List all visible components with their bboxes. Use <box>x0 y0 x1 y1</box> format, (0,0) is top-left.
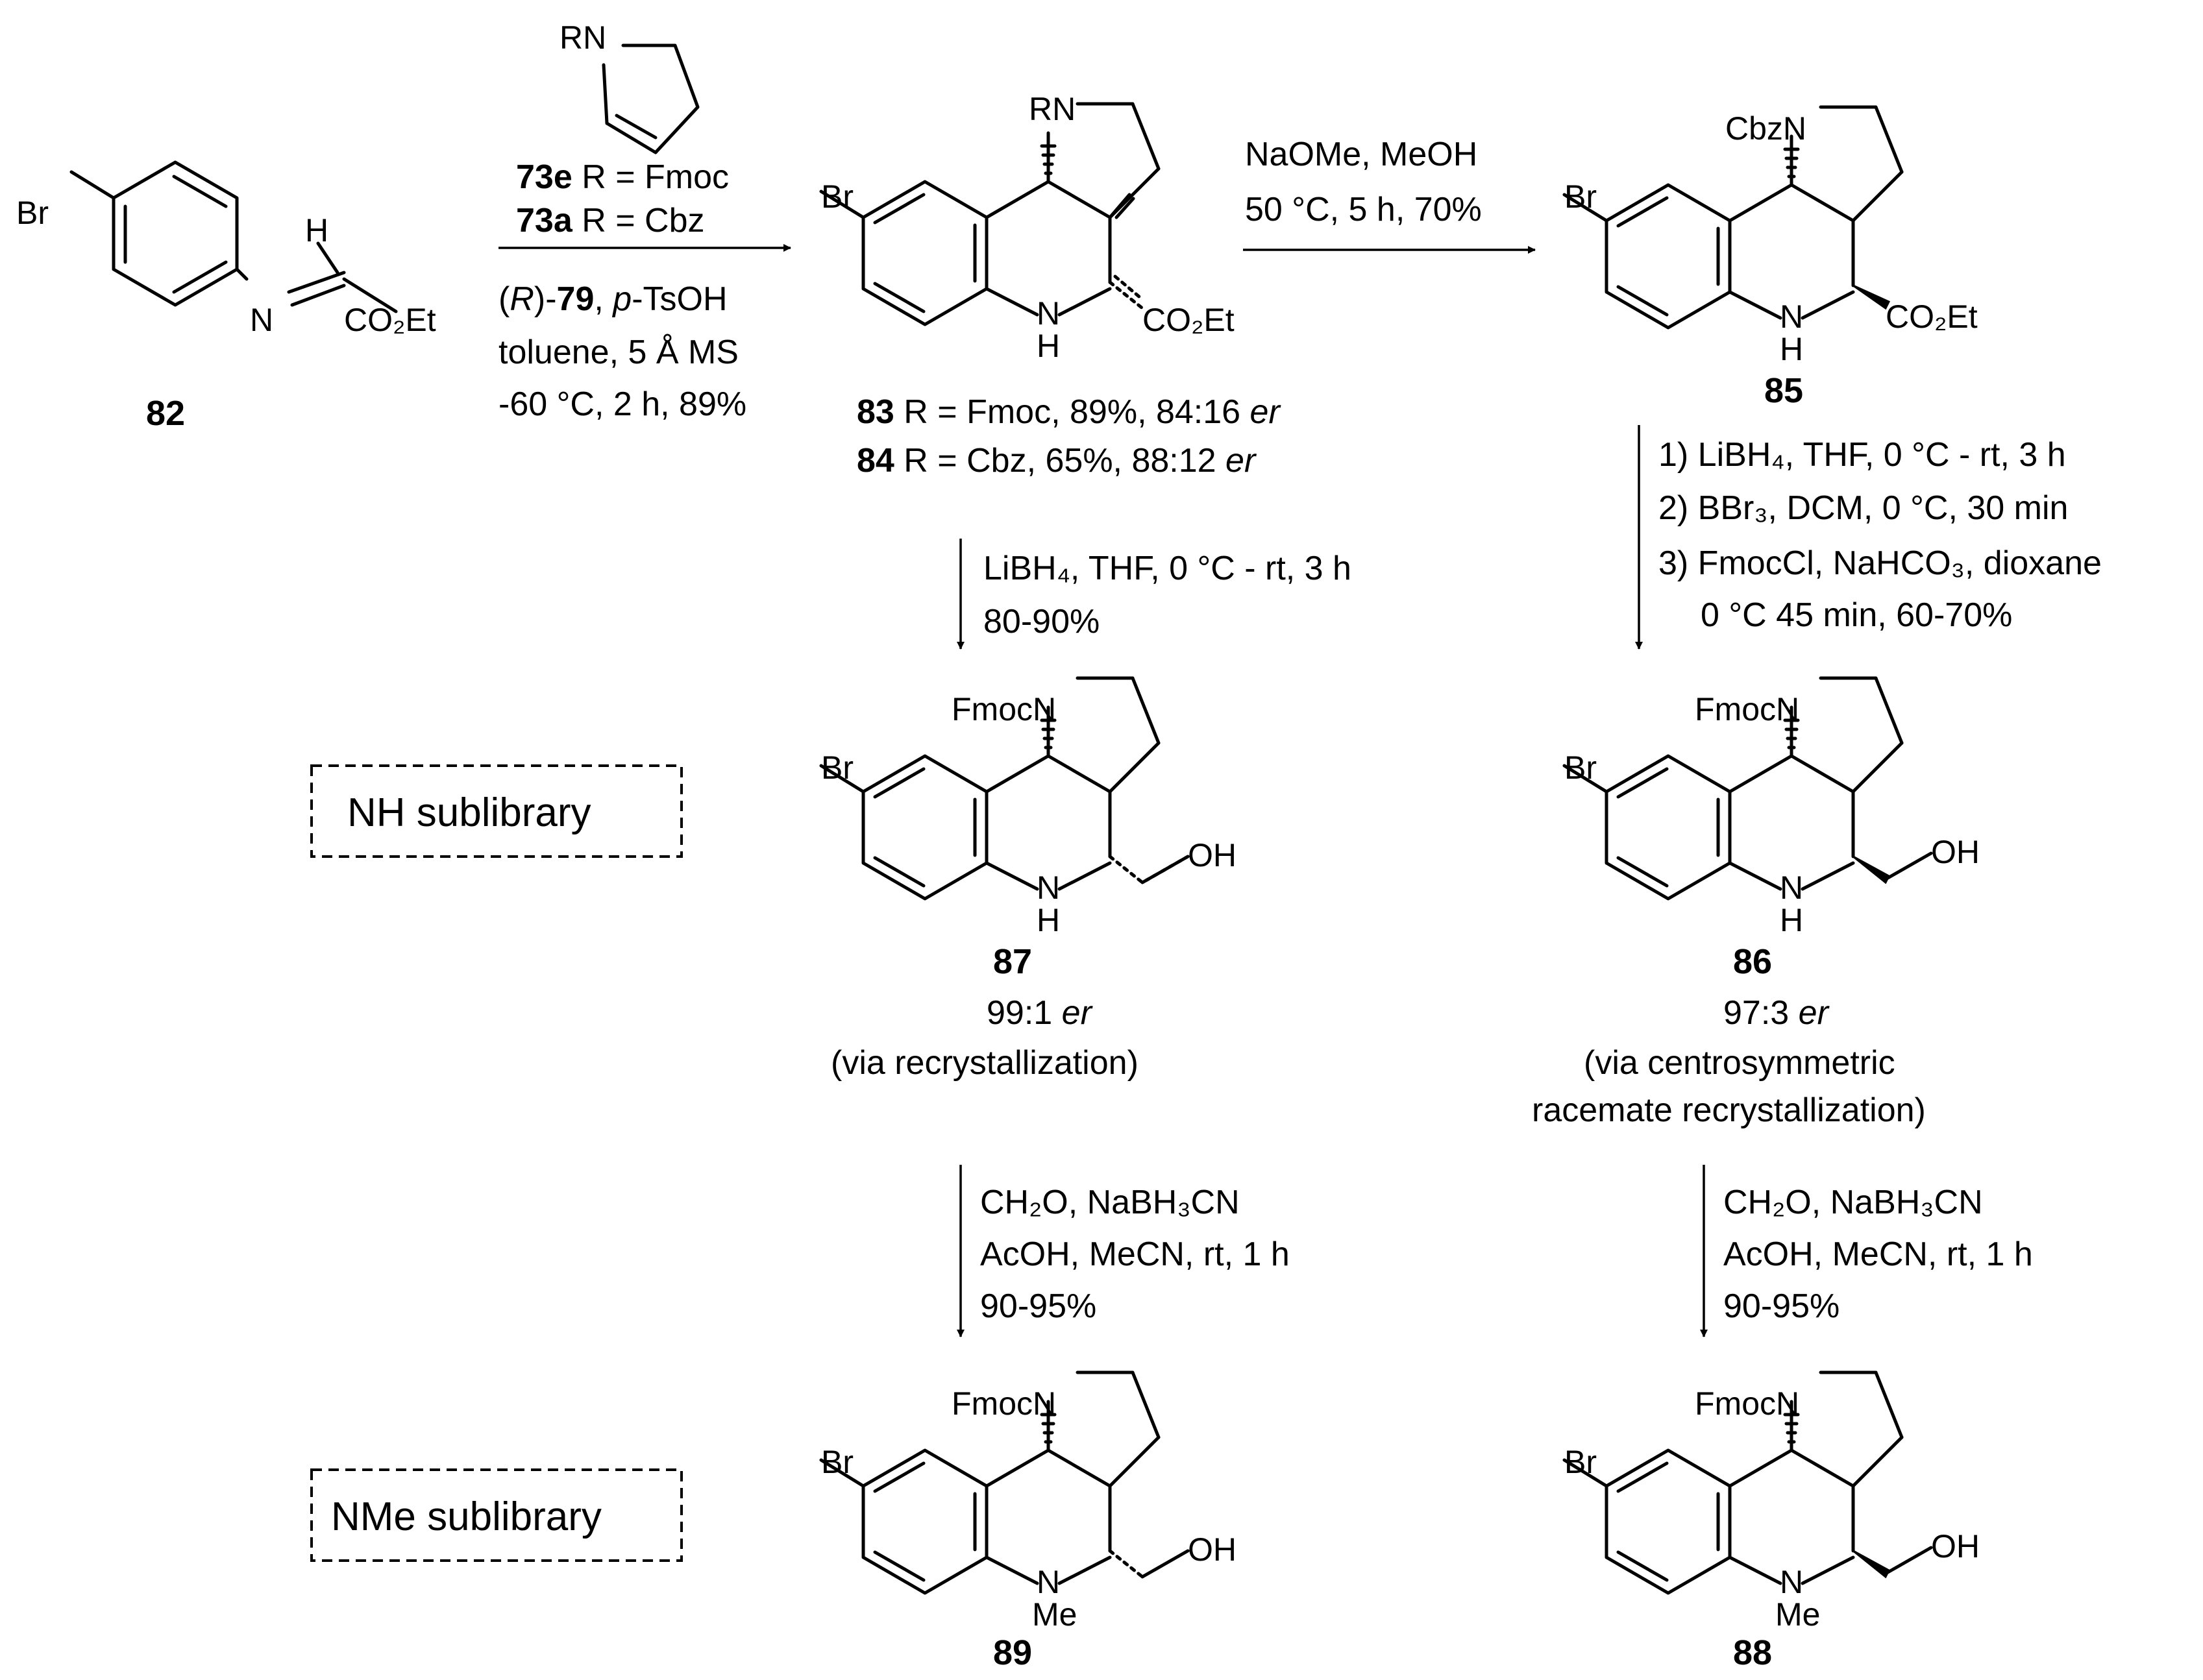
step1-line3: (R)-79, p-TsOH <box>498 280 728 318</box>
pyrroline-reagent: RN <box>560 19 700 154</box>
nh-h-label: H <box>1037 328 1060 364</box>
nme-sublibrary-label: NMe sublibrary <box>331 1494 602 1539</box>
ester-label: CO₂Et <box>1886 298 1978 335</box>
imine-h-label: H <box>305 212 328 249</box>
step2-conditions: NaOMe, MeOH 50 °C, 5 h, 70% <box>1243 136 1536 254</box>
compound-83-caption: 83 R = Fmoc, 89%, 84:16 er <box>857 393 1281 431</box>
amine-n-label: N <box>1037 1564 1060 1600</box>
imine-n-label: N <box>250 302 273 338</box>
step6-line2: AcOH, MeCN, rt, 1 h <box>1723 1236 2033 1273</box>
step3-line1: 1) LiBH₄, THF, 0 °C - rt, 3 h <box>1658 436 2066 474</box>
step2-line1: NaOMe, MeOH <box>1245 136 1477 173</box>
nh-n-label: N <box>1780 298 1803 335</box>
cbzn-label: CbzN <box>1725 110 1806 147</box>
step1-line2: 73a R = Cbz <box>516 202 705 239</box>
compound-86-er: 97:3 er <box>1723 994 1830 1032</box>
compound-87: Br FmocN N H OH 87 99:1 er (via recrysta… <box>821 678 1237 1082</box>
compound-87-er: 99:1 er <box>987 994 1094 1032</box>
compound-number-86: 86 <box>1733 942 1772 981</box>
step1-line5: -60 °C, 2 h, 89% <box>498 385 746 423</box>
fmocn-label: FmocN <box>952 691 1056 727</box>
step4-line1: LiBH₄, THF, 0 °C - rt, 3 h <box>983 550 1351 587</box>
nh-n-label: N <box>1037 295 1060 332</box>
step6-line1: CH₂O, NaBH₃CN <box>1723 1184 1983 1221</box>
compound-85: Br CbzN N H CO₂Et 85 <box>1564 107 1978 410</box>
nh-n-label: N <box>1780 870 1803 906</box>
amine-n-label: N <box>1780 1564 1803 1600</box>
compound-86: Br FmocN N H OH 86 97:3 er (via centrosy… <box>1532 678 1980 1129</box>
step3-line3: 3) FmocCl, NaHCO₃, dioxane <box>1658 544 2102 582</box>
bromo-label: Br <box>1564 749 1597 786</box>
step5-line2: AcOH, MeCN, rt, 1 h <box>980 1236 1290 1273</box>
bromo-label: Br <box>16 195 49 231</box>
step1-line1: 73e R = Fmoc <box>516 158 729 196</box>
compound-number-89: 89 <box>993 1633 1032 1672</box>
compound-number-85: 85 <box>1764 371 1803 410</box>
hydroxyl-label: OH <box>1188 1531 1237 1568</box>
compound-86-note2: racemate recrystallization) <box>1532 1091 1926 1129</box>
compound-number-88: 88 <box>1733 1633 1772 1672</box>
methyl-label: Me <box>1775 1596 1820 1633</box>
fmocn-label: FmocN <box>1695 1385 1799 1422</box>
compound-88: Br FmocN N Me OH 88 <box>1564 1372 1980 1672</box>
nme-sublibrary-box: NMe sublibrary <box>310 1468 683 1562</box>
fmocn-label: FmocN <box>952 1385 1056 1422</box>
nh-h-label: H <box>1780 331 1803 367</box>
hydroxyl-label: OH <box>1188 837 1237 873</box>
compound-87-note: (via recrystallization) <box>831 1044 1138 1082</box>
nh-sublibrary-box: NH sublibrary <box>310 764 683 858</box>
reagent-rn-label: RN <box>560 19 606 56</box>
methyl-label: Me <box>1032 1596 1077 1633</box>
step5-line1: CH₂O, NaBH₃CN <box>980 1184 1240 1221</box>
compound-number-82: 82 <box>146 394 185 433</box>
compound-84-caption: 84 R = Cbz, 65%, 88:12 er <box>857 442 1257 480</box>
fmocn-label: FmocN <box>1695 691 1799 727</box>
bromo-label: Br <box>1564 178 1597 215</box>
nh-h-label: H <box>1037 902 1060 938</box>
step5-line3: 90-95% <box>980 1287 1096 1325</box>
hydroxyl-label: OH <box>1931 1528 1980 1564</box>
nh-h-label: H <box>1780 902 1803 938</box>
ester-label: CO₂Et <box>344 302 436 338</box>
compound-86-note1: (via centrosymmetric <box>1584 1044 1895 1082</box>
step3-line2: 2) BBr₃, DCM, 0 °C, 30 min <box>1658 489 2068 527</box>
step1-conditions: 73e R = Fmoc 73a R = Cbz (R)-79, p-TsOH … <box>498 158 791 423</box>
bromo-label: Br <box>821 749 854 786</box>
step4-conditions: LiBH₄, THF, 0 °C - rt, 3 h 80-90% <box>957 539 1351 650</box>
step4-line2: 80-90% <box>983 603 1100 640</box>
hydroxyl-label: OH <box>1931 834 1980 870</box>
ester-label: CO₂Et <box>1142 302 1235 338</box>
step6-conditions: CH₂O, NaBH₃CN AcOH, MeCN, rt, 1 h 90-95% <box>1700 1165 2033 1337</box>
rn-label: RN <box>1029 91 1076 127</box>
compound-number-87: 87 <box>993 942 1032 981</box>
compound-83-84: Br RN N H CO₂Et 83 R = Fmoc, 89%, 84:16 … <box>821 91 1281 480</box>
nh-sublibrary-label: NH sublibrary <box>347 790 591 835</box>
compound-82: Br H N CO₂Et 82 <box>16 160 436 433</box>
step5-conditions: CH₂O, NaBH₃CN AcOH, MeCN, rt, 1 h 90-95% <box>957 1165 1290 1337</box>
step2-line2: 50 °C, 5 h, 70% <box>1245 191 1482 228</box>
step3-line4: 0 °C 45 min, 60-70% <box>1701 596 2012 634</box>
step1-line4: toluene, 5 Å MS <box>498 334 739 371</box>
bromo-label: Br <box>821 178 854 215</box>
bromo-label: Br <box>1564 1444 1597 1480</box>
step3-conditions: 1) LiBH₄, THF, 0 °C - rt, 3 h 2) BBr₃, D… <box>1635 425 2102 650</box>
nh-n-label: N <box>1037 870 1060 906</box>
step6-line3: 90-95% <box>1723 1287 1840 1325</box>
bromo-label: Br <box>821 1444 854 1480</box>
compound-89: Br FmocN N Me OH 89 <box>821 1372 1237 1672</box>
